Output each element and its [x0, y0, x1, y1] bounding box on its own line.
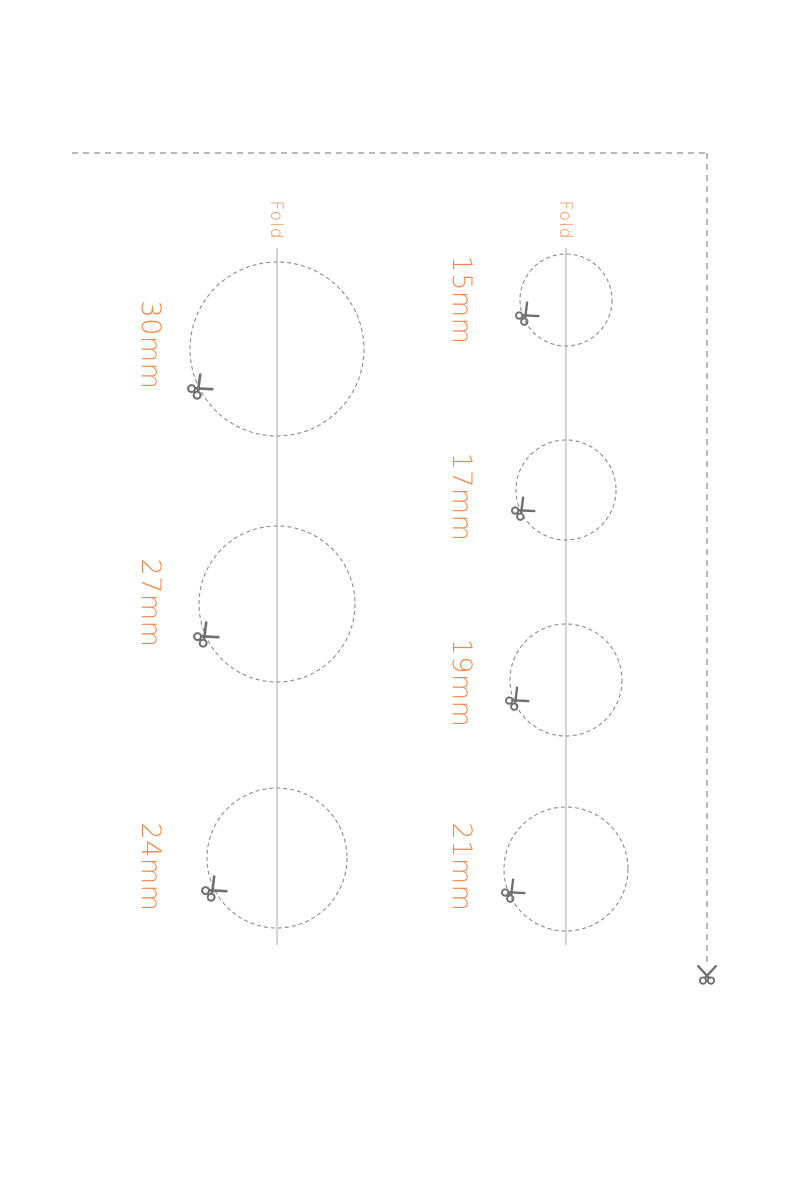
- ring-circle-19mm: 19mm: [446, 624, 622, 736]
- ring-circle-17mm: 17mm: [446, 440, 616, 541]
- scissors-icon: [504, 688, 529, 713]
- size-label: 19mm: [446, 639, 477, 728]
- scissors-icon: [510, 498, 535, 523]
- ring-circle-30mm: 30mm: [135, 262, 364, 436]
- ring-circle-15mm: 15mm: [446, 254, 612, 346]
- outer-cut-guide: [72, 153, 716, 984]
- scissors-icon: [200, 877, 227, 904]
- fold-label: Fold: [266, 200, 286, 239]
- size-label: 24mm: [135, 823, 166, 912]
- ring-circle-27mm: 27mm: [135, 526, 355, 682]
- scissors-icon: [514, 303, 539, 328]
- size-label: 30mm: [135, 301, 166, 390]
- size-label: 15mm: [446, 256, 477, 345]
- size-label: 17mm: [446, 453, 477, 542]
- scissors-icon: [698, 966, 716, 984]
- strip-large-sizes: Fold 30mm 27mm 24mm: [135, 200, 364, 945]
- ring-circle-24mm: 24mm: [135, 788, 347, 928]
- scissors-icon: [186, 375, 213, 402]
- scissors-icon: [500, 880, 525, 905]
- strip-small-sizes: Fold 15mm 17mm 19mm: [446, 200, 628, 945]
- ring-circle-21mm: 21mm: [446, 807, 628, 931]
- size-label: 27mm: [135, 559, 166, 648]
- scissors-icon: [192, 623, 219, 650]
- size-label: 21mm: [446, 823, 477, 912]
- fold-label: Fold: [555, 200, 575, 239]
